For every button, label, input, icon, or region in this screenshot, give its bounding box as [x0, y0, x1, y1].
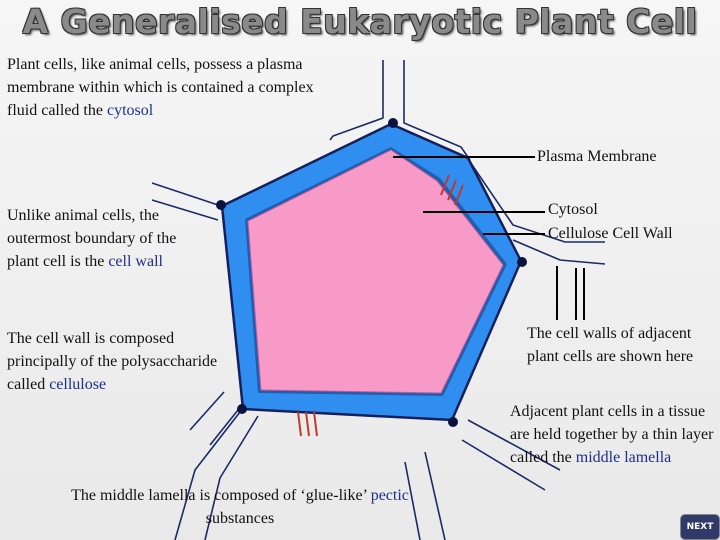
cytosol-region	[247, 149, 504, 394]
next-button[interactable]: NEXT	[681, 515, 719, 539]
cell-wall-term: cell wall	[108, 253, 163, 270]
label-plasma-membrane: Plasma Membrane	[537, 148, 657, 165]
middle-lamella-term: middle lamella	[575, 449, 672, 466]
pectic-text: The middle lamella is composed of ‘glue-…	[71, 487, 409, 527]
pectic-term: pectic	[370, 487, 409, 504]
label-cell-wall: Cellulose Cell Wall	[548, 225, 673, 242]
cellulose-text: The cell wall is composed principally of…	[7, 330, 218, 393]
lamella-junctions	[216, 118, 527, 427]
cell-wall-text: Unlike animal cells, the outermost bound…	[7, 207, 177, 270]
wall-section-marks	[297, 174, 464, 437]
adjacent-walls-text: The cell walls of adjacent plant cells a…	[527, 325, 694, 365]
cellulose-term: cellulose	[49, 376, 107, 393]
cytosol-term: cytosol	[106, 102, 154, 119]
middle-lamella-text: Adjacent plant cells in a tissue are hel…	[510, 403, 714, 466]
leader-lines	[393, 156, 585, 320]
diagram-title: A Generalised Eukaryotic Plant Cell	[22, 2, 698, 41]
intro-text: Plant cells, like animal cells, possess …	[7, 56, 314, 119]
label-cytosol: Cytosol	[548, 201, 598, 218]
